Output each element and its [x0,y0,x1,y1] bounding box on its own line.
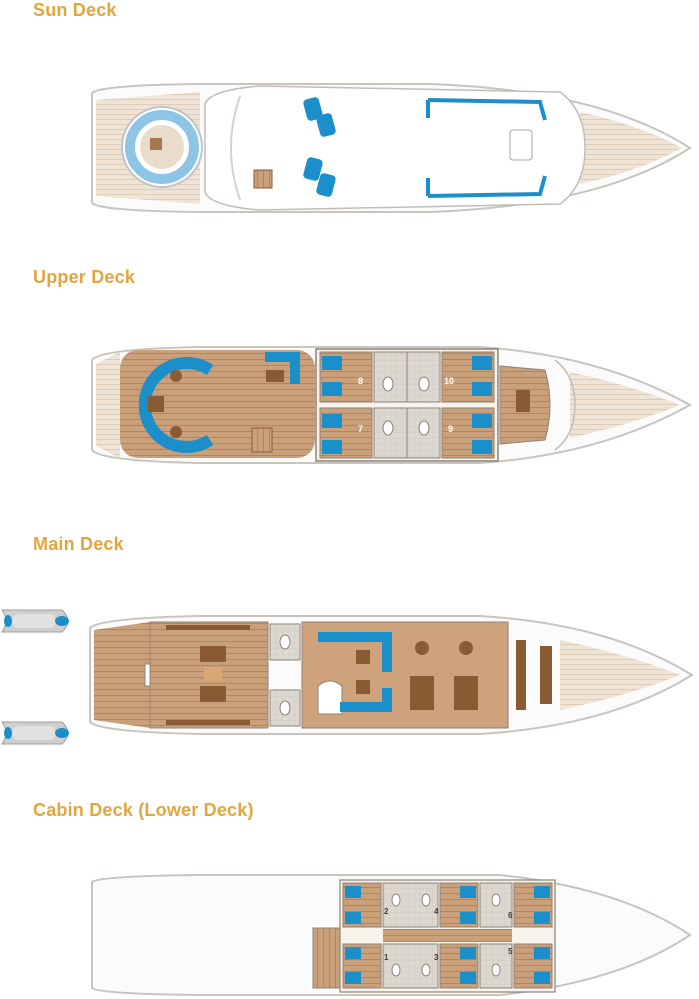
sundeck-superstructure [204,85,586,211]
dining-table-icon [356,640,552,710]
cabin-block [315,348,499,462]
upper-deck-title: Upper Deck [33,267,136,287]
table-icon [148,396,164,412]
jacuzzi-icon [121,106,203,188]
tender-boat-icon [1,721,69,745]
main-deck-plan [1,609,694,745]
sun-deck-title: Sun Deck [33,0,117,20]
bench-seating [426,98,547,198]
cabin-4-number: 4 [434,907,439,916]
cabin-3-number: 3 [434,953,439,962]
cabin-1-number: 1 [384,953,389,962]
swim-platform [94,622,150,728]
stairs-icon [253,169,273,189]
cabin-5-number: 5 [508,947,513,956]
tender-boat-icon [1,609,69,633]
cabin-deck-title: Cabin Deck (Lower Deck) [33,800,254,820]
sofa-icon [265,352,299,362]
stairs-icon [317,680,343,715]
main-deck-title: Main Deck [33,534,124,554]
bed-icon [345,886,550,984]
sofa-icon [138,357,214,453]
toilet-icon [382,376,430,436]
cabin-10-number: 10 [444,376,454,386]
cabin-deck-plan: 1 2 3 4 5 6 [91,874,692,996]
stairs-icon [251,427,273,453]
dining-table-icon [166,625,250,725]
cabin-9-number: 9 [448,424,453,434]
toilet-icon [391,893,501,977]
bow-deck [560,640,680,710]
sofa-icon [318,632,392,712]
bow-deck [580,112,682,184]
toilet-icon [269,623,301,727]
upper-deck-plan: 8 7 10 9 [91,346,693,464]
cabin-block [339,879,556,993]
bow-deck [570,372,680,438]
sun-deck-plan [91,83,692,213]
sunbed-icon [303,97,336,197]
bed-icon [322,356,492,454]
cabin-6-number: 6 [508,911,513,920]
cabin-7-number: 7 [358,424,363,434]
cabin-8-number: 8 [358,376,363,386]
cabin-2-number: 2 [384,907,389,916]
